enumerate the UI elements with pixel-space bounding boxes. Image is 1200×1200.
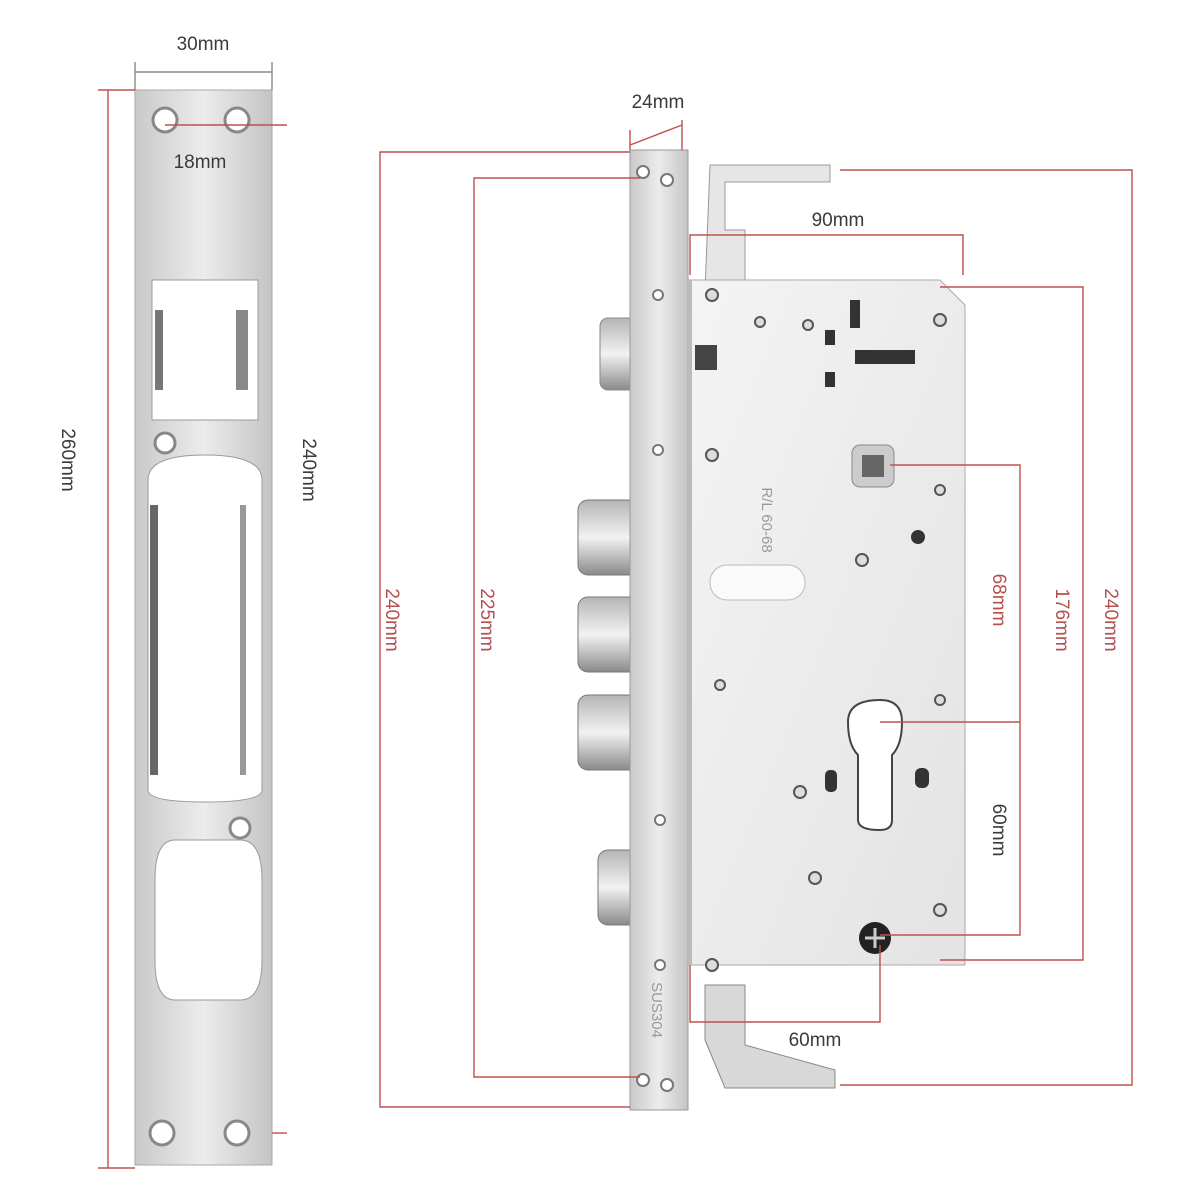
cylinder-cutout [154,839,263,1001]
faceplate-hole-span-label: 225mm [476,588,497,651]
backset-label: 60mm [789,1030,842,1051]
strike-length-label: 260mm [57,428,78,491]
cylinder-to-bottom-label: 60mm [988,804,1009,857]
strike-plate [134,89,273,1166]
material-engraving: SUS304 [648,982,665,1038]
strike-hole-spacing-label: 18mm [174,152,227,173]
strike-plate-dimensions: 30mm 18mm 260mm 240mm [57,34,319,1169]
model-engraving: R/L 60-68 [758,487,775,552]
bolt-slot [147,454,263,803]
faceplate-length-label: 240mm [381,588,402,651]
spindle-to-cylinder-label: 68mm [988,574,1009,627]
mortise-lock: SUS304 R/L 60-68 [577,149,966,1111]
body-height-label: 176mm [1051,588,1072,651]
total-height-label: 240mm [1100,588,1121,651]
spindle-hole [851,444,895,488]
faceplate-width-label: 24mm [632,92,685,113]
faceplate [629,149,689,1111]
bottom-rod-hook [704,984,836,1089]
mounting-hole [148,106,252,1147]
strike-hole-span-label: 240mm [298,438,319,501]
case-screw [705,288,947,972]
strike-width-label: 30mm [177,34,230,55]
body-width-label: 90mm [812,210,865,231]
lock-dimensions: 24mm 240mm 225mm 90mm 240mm 176mm 68mm 6… [379,92,1133,1108]
bottom-spindle [859,922,891,954]
